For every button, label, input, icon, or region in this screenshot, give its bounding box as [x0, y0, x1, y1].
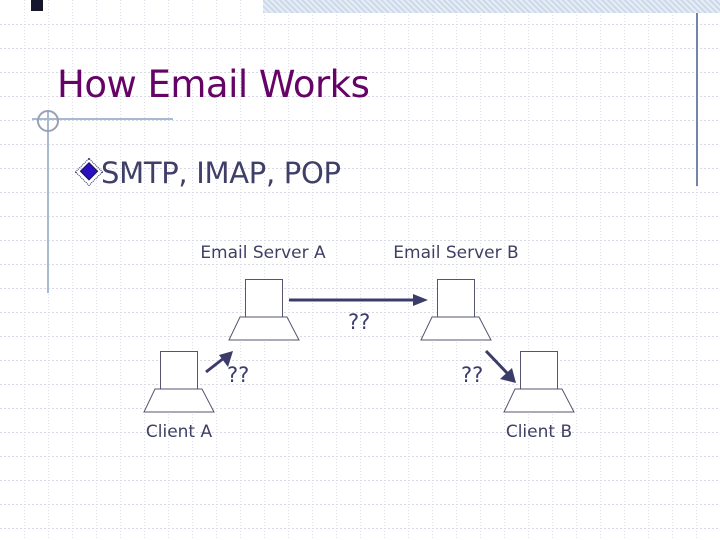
- edge-label-client-a: ??: [227, 363, 250, 387]
- client-a-label: Client A: [145, 422, 213, 442]
- client-a-computer-icon: [143, 351, 215, 413]
- left-accent-line: [47, 111, 49, 293]
- diamond-bullet-fill: [79, 162, 99, 181]
- server-b-label: Email Server B: [393, 243, 519, 263]
- corner-square-ornament: [31, 0, 43, 11]
- header-band: [263, 0, 720, 13]
- server-a-label: Email Server A: [200, 243, 326, 263]
- circle-ornament: [37, 110, 59, 132]
- title-underline: [32, 118, 173, 120]
- client-b-label: Client B: [505, 422, 573, 442]
- right-accent-line: [696, 13, 698, 186]
- bullet-item: SMTP, IMAP, POP: [101, 156, 341, 190]
- server-b-computer-icon: [420, 279, 492, 341]
- page-title: How Email Works: [57, 63, 370, 106]
- server-a-computer-icon: [228, 279, 300, 341]
- edge-label-client-b: ??: [461, 363, 484, 387]
- client-b-computer-icon: [503, 351, 575, 413]
- edge-label-smtp: ??: [348, 310, 371, 334]
